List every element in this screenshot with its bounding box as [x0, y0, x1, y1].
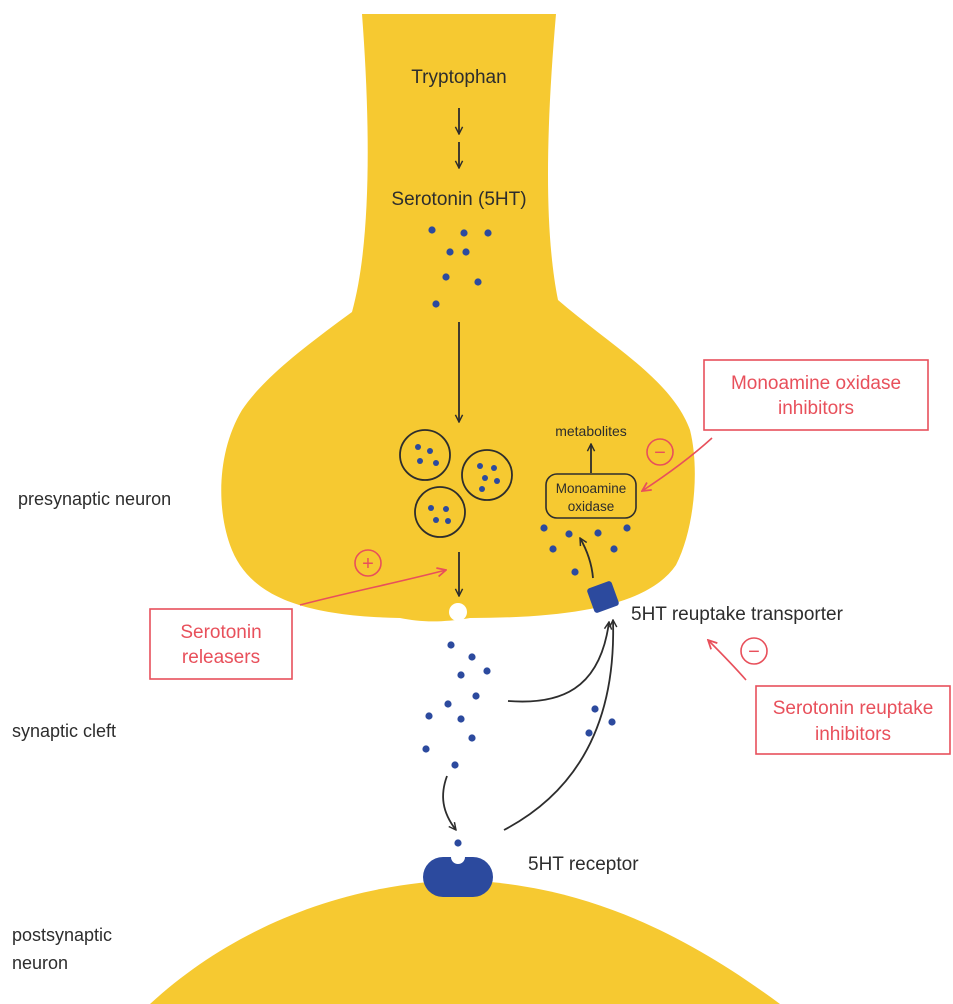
ssri-inhibit-sign: − [748, 641, 760, 663]
presynaptic-label: presynaptic neuron [18, 489, 171, 509]
serotonin-molecule [623, 524, 630, 531]
serotonin-molecule [571, 568, 578, 575]
releasers-enhance-sign: + [362, 553, 374, 575]
postsynaptic-label-line1: postsynaptic [12, 925, 112, 945]
mao-label-line1: Monoamine [556, 481, 627, 496]
releasers-label-line2: releasers [182, 647, 260, 668]
serotonin-molecule [608, 718, 615, 725]
releasers-box [150, 609, 292, 679]
cleft-reuptake-arrow [508, 622, 609, 702]
release-pore [449, 603, 467, 621]
serotonin-molecule [549, 545, 556, 552]
receptor-reuptake-arrow [504, 620, 613, 830]
maoi-box [704, 360, 928, 430]
ssri-arrow [708, 640, 746, 680]
ssri-label-line2: inhibitors [815, 724, 891, 745]
postsynaptic-neuron-shape [150, 880, 780, 1004]
serotonin-molecule [474, 278, 481, 285]
serotonin-molecule [484, 229, 491, 236]
serotonin-molecule [468, 734, 475, 741]
serotonin-molecule [432, 300, 439, 307]
ssri-label-line1: Serotonin reuptake [773, 698, 934, 719]
serotonin-molecule [457, 671, 464, 678]
serotonin-molecule [468, 653, 475, 660]
serotonin-molecule [444, 700, 451, 707]
diffusion-arrow [443, 776, 456, 830]
5ht-receptor [423, 857, 493, 897]
serotonin-molecule [594, 529, 601, 536]
serotonin-molecule [446, 248, 453, 255]
serotonin-molecule [428, 226, 435, 233]
serotonin-molecule [585, 729, 592, 736]
serotonin-molecule [447, 641, 454, 648]
serotonin-molecule [540, 524, 547, 531]
serotonin-molecule [457, 715, 464, 722]
serotonin-molecule [462, 248, 469, 255]
mao-label-line2: oxidase [568, 499, 615, 514]
serotonin-molecule [472, 692, 479, 699]
serotonin-molecule [565, 530, 572, 537]
tryptophan-label: Tryptophan [411, 67, 506, 88]
maoi-label-line2: inhibitors [778, 398, 854, 419]
cleft-serotonin-molecules [422, 641, 615, 846]
serotonin-molecule [442, 273, 449, 280]
serotonin-molecule [591, 705, 598, 712]
receptor-label: 5HT receptor [528, 854, 639, 875]
serotonin-molecule [454, 839, 461, 846]
metabolites-label: metabolites [555, 423, 627, 439]
releasers-label-line1: Serotonin [180, 622, 261, 643]
maoi-inhibit-sign: − [654, 442, 666, 464]
postsynaptic-label-line2: neuron [12, 953, 68, 973]
synaptic-cleft-label: synaptic cleft [12, 721, 116, 741]
serotonin-molecule [460, 229, 467, 236]
serotonin-molecule [422, 745, 429, 752]
serotonin-molecule [451, 761, 458, 768]
serotonin-molecule [610, 545, 617, 552]
serotonin-label: Serotonin (5HT) [391, 189, 526, 210]
maoi-label-line1: Monoamine oxidase [731, 373, 901, 394]
serotonin-molecule [483, 667, 490, 674]
serotonin-molecule [425, 712, 432, 719]
transporter-label: 5HT reuptake transporter [631, 604, 844, 625]
